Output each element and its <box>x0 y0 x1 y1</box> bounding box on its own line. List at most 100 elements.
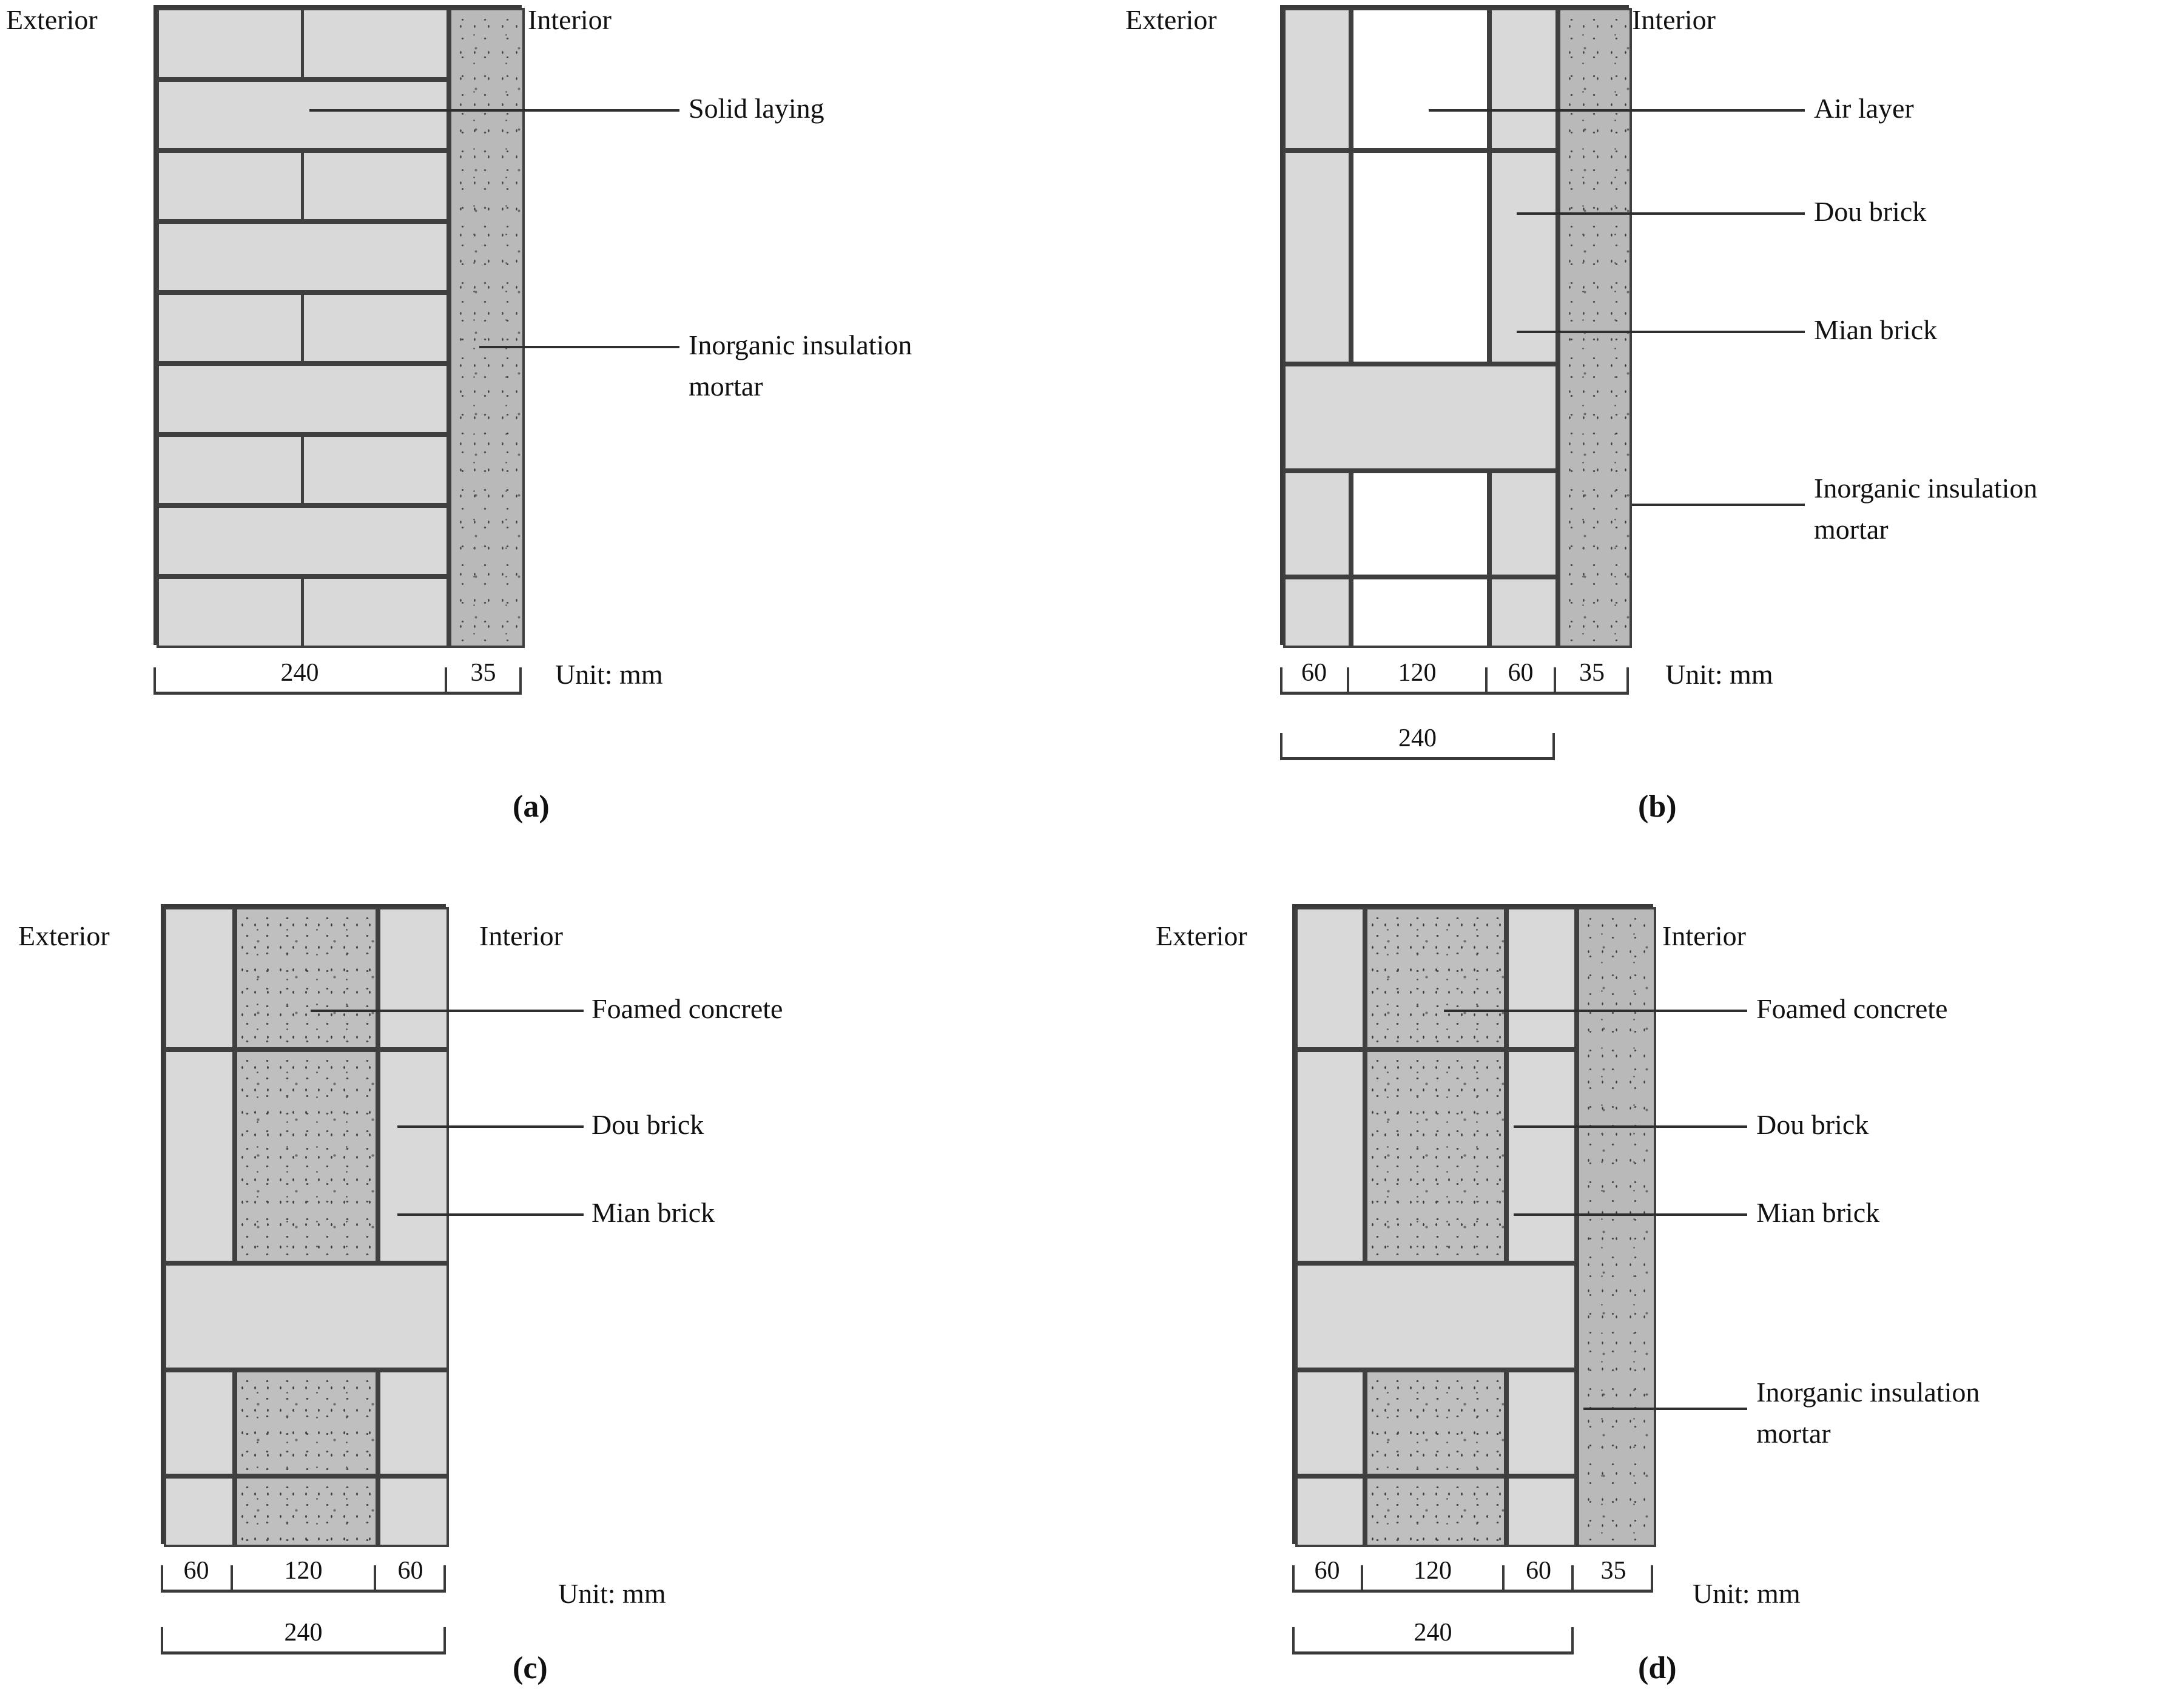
dou-brick <box>164 1050 235 1263</box>
panel-d-wall-section <box>1292 904 1656 1547</box>
panel-c-dim-240: 240 <box>284 1619 323 1647</box>
panel-d-exterior-label: Exterior <box>1156 920 1247 951</box>
panel-b-caption: (b) <box>1638 789 1677 824</box>
panel-b-dim-60b: 60 <box>1508 659 1534 687</box>
dou-brick <box>1283 150 1351 364</box>
panel-b-dim-120: 120 <box>1398 659 1437 687</box>
panel-a-leader-solid-laying <box>309 109 679 112</box>
panel-a-callout-mortar-line1: Inorganic insulation <box>689 329 912 360</box>
mian-brick <box>1295 1263 1577 1370</box>
air-layer-cell <box>1351 471 1489 577</box>
panel-a-leader-mortar <box>479 346 679 348</box>
air-layer-cell <box>1351 577 1489 648</box>
foamed-concrete-cell <box>1365 1476 1506 1547</box>
panel-c-callout-dou-brick: Dou brick <box>592 1109 704 1140</box>
panel-d-leader-dou-brick <box>1514 1125 1747 1128</box>
dou-brick <box>1489 471 1558 577</box>
dou-brick <box>1506 907 1577 1050</box>
panel-d-leader-mortar <box>1583 1408 1747 1410</box>
dou-brick <box>1295 907 1365 1050</box>
panel-d-dim-240: 240 <box>1414 1619 1452 1647</box>
panel-c-leader-foamed-concrete <box>311 1010 584 1012</box>
panel-d-dim-60b: 60 <box>1526 1557 1551 1585</box>
inorganic-insulation-mortar-layer <box>449 8 525 648</box>
brick-head-joint <box>301 8 304 79</box>
panel-b-interior-label: Interior <box>1632 4 1716 35</box>
panel-b-unit-note: Unit: mm <box>1665 659 1773 690</box>
panel-a-interior-label: Interior <box>528 4 612 35</box>
brick-course <box>157 79 449 150</box>
brick-course <box>157 363 449 434</box>
panel-a-exterior-label: Exterior <box>6 4 98 35</box>
panel-d-unit-note: Unit: mm <box>1693 1578 1801 1609</box>
panel-c-callout-mian-brick: Mian brick <box>592 1197 715 1228</box>
dou-brick <box>1506 1370 1577 1476</box>
dou-brick <box>378 1476 449 1547</box>
inorganic-insulation-mortar-layer <box>1577 907 1656 1547</box>
panel-b-leader-dou-brick <box>1517 212 1805 215</box>
panel-d-callout-mian-brick: Mian brick <box>1756 1197 1880 1228</box>
panel-d-callout-mortar-line2: mortar <box>1756 1418 1831 1449</box>
panel-b-dim-240: 240 <box>1398 724 1437 752</box>
dou-brick <box>1283 577 1351 648</box>
panel-b-callout-air-layer: Air layer <box>1814 93 1914 124</box>
mian-brick <box>1283 364 1558 471</box>
panel-d-interior-label: Interior <box>1662 920 1746 951</box>
inorganic-insulation-mortar-layer <box>1558 8 1632 648</box>
panel-b-callout-dou-brick: Dou brick <box>1814 196 1927 227</box>
panel-c-leader-mian-brick <box>397 1213 584 1216</box>
foamed-concrete-cell <box>235 1476 378 1547</box>
air-layer-cell <box>1351 150 1489 364</box>
brick-head-joint <box>301 434 304 505</box>
panel-d-dim-60a: 60 <box>1314 1557 1340 1585</box>
brick-course <box>157 505 449 576</box>
panel-c-dim-60b: 60 <box>397 1557 423 1585</box>
panel-d-callout-mortar-line1: Inorganic insulation <box>1756 1377 1980 1408</box>
panel-d-callout-foamed-concrete: Foamed concrete <box>1756 993 1948 1024</box>
panel-b-leader-mian-brick <box>1517 331 1805 333</box>
dou-brick <box>1506 1050 1577 1263</box>
panel-b-exterior-label: Exterior <box>1125 4 1217 35</box>
dou-brick <box>1283 8 1351 150</box>
panel-a-caption: (a) <box>513 789 550 824</box>
foamed-concrete-cell <box>1365 1050 1506 1263</box>
foamed-concrete-cell <box>235 1050 378 1263</box>
panel-c-exterior-label: Exterior <box>18 920 110 951</box>
panel-c-interior-label: Interior <box>479 920 563 951</box>
panel-a-dim-35: 35 <box>470 659 496 687</box>
panel-b-callout-mortar-line2: mortar <box>1814 514 1889 545</box>
panel-a-unit-note: Unit: mm <box>555 659 663 690</box>
panel-d-caption: (d) <box>1638 1651 1677 1685</box>
brick-head-joint <box>301 150 304 221</box>
panel-b-wall-section <box>1280 5 1632 648</box>
panel-b-dim-35: 35 <box>1579 659 1605 687</box>
dou-brick <box>1295 1476 1365 1547</box>
brick-head-joint <box>301 292 304 363</box>
air-layer-cell <box>1351 8 1489 150</box>
dou-brick <box>378 1050 449 1263</box>
panel-c-callout-foamed-concrete: Foamed concrete <box>592 993 783 1024</box>
dou-brick <box>1295 1050 1365 1263</box>
panel-b-leader-air-layer <box>1429 109 1805 112</box>
dou-brick <box>1489 150 1558 364</box>
panel-b-callout-mortar-line1: Inorganic insulation <box>1814 473 2038 504</box>
panel-c-caption: (c) <box>513 1651 548 1685</box>
dou-brick <box>1295 1370 1365 1476</box>
dou-brick <box>164 1476 235 1547</box>
panel-c-dim-120: 120 <box>284 1557 323 1585</box>
panel-a-callout-solid-laying: Solid laying <box>689 93 824 124</box>
mian-brick <box>164 1263 449 1370</box>
panel-c-dim-60a: 60 <box>183 1557 209 1585</box>
brick-course <box>157 221 449 292</box>
panel-d-dim-35: 35 <box>1600 1557 1626 1585</box>
foamed-concrete-cell <box>235 907 378 1050</box>
dou-brick <box>378 1370 449 1476</box>
dou-brick <box>1283 471 1351 577</box>
panel-b-leader-mortar <box>1632 504 1805 506</box>
panel-a-wall-section <box>153 5 525 648</box>
panel-d-leader-mian-brick <box>1514 1213 1747 1216</box>
panel-a-callout-mortar-line2: mortar <box>689 371 763 402</box>
panel-d-dim-120: 120 <box>1414 1557 1452 1585</box>
panel-b-dim-60a: 60 <box>1301 659 1327 687</box>
dou-brick <box>164 1370 235 1476</box>
